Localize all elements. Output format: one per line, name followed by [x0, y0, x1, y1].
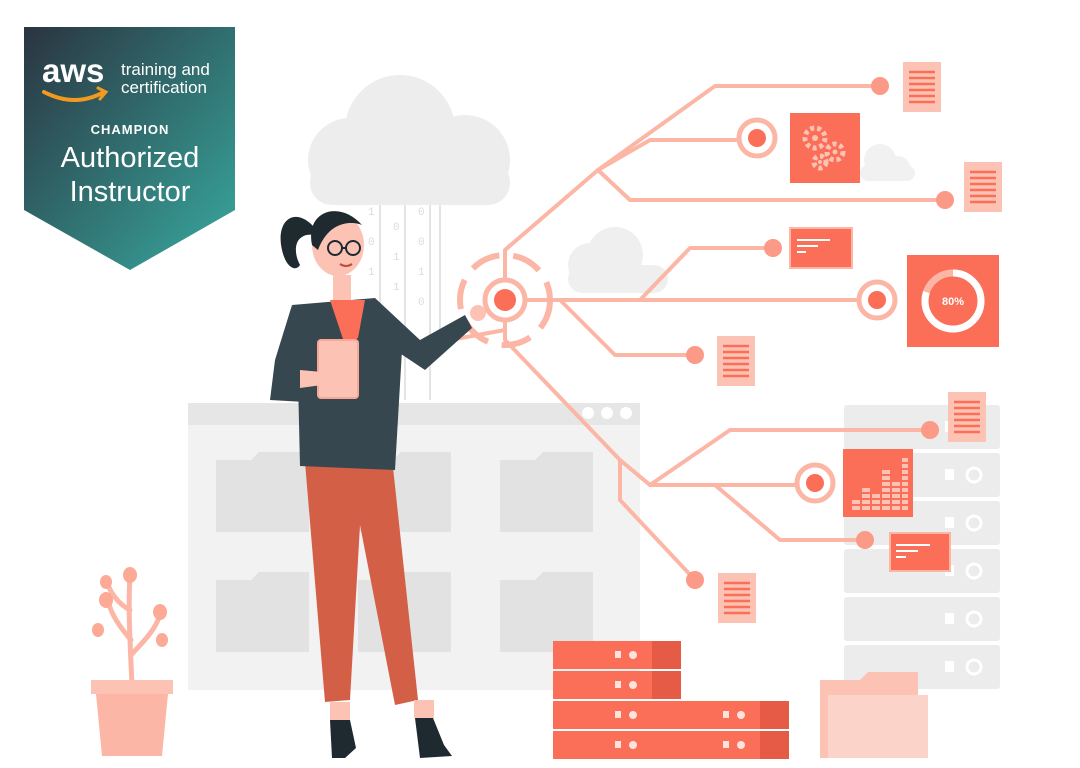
badge-title-line1: Authorized — [61, 142, 200, 174]
bar-chart-panel — [843, 449, 913, 517]
document-icon — [718, 573, 756, 623]
network-lines — [448, 84, 947, 582]
aws-champion-badge: aws training and certification CHAMPION … — [24, 27, 235, 270]
gauge-percent: 80% — [942, 296, 964, 308]
instructor-figure — [270, 211, 486, 758]
aws-smile-icon — [42, 90, 106, 102]
badge-title-line2: Instructor — [70, 176, 191, 208]
tiny-cloud — [860, 144, 915, 181]
binary-digit: 0 — [418, 297, 425, 309]
binary-digit: 0 — [368, 237, 375, 249]
gear-icon — [802, 125, 846, 171]
window-card — [789, 227, 853, 269]
network-nodes — [686, 77, 954, 589]
potted-plant — [91, 567, 173, 756]
aws-logo-text: aws — [42, 52, 104, 89]
binary-digit: 1 — [393, 282, 400, 294]
gears-panel — [790, 113, 860, 183]
document-icon — [903, 62, 941, 112]
binary-rain: 1 0 1 0 1 1 0 0 1 0 — [368, 205, 441, 400]
document-icon — [948, 392, 986, 442]
badge-tagline-line2: certification — [121, 78, 207, 97]
gauge-panel: 80% — [907, 255, 999, 347]
file-browser-window — [188, 403, 640, 690]
folder-icon — [820, 672, 928, 758]
small-cloud — [568, 227, 668, 293]
binary-digit: 0 — [418, 207, 425, 219]
network-hub — [457, 252, 553, 348]
background-cloud — [308, 75, 510, 205]
binary-digit: 1 — [368, 207, 375, 219]
binary-digit: 1 — [368, 267, 375, 279]
binary-digit: 1 — [418, 267, 425, 279]
gauge-fill — [921, 269, 985, 333]
badge-tagline-line1: training and — [121, 60, 210, 79]
binary-digit: 0 — [418, 237, 425, 249]
badge-level: CHAMPION — [91, 122, 170, 137]
document-icon — [964, 162, 1002, 212]
storage-boxes — [553, 641, 789, 759]
window-card — [889, 532, 951, 572]
document-icons — [717, 62, 1002, 623]
binary-digit: 1 — [393, 252, 400, 264]
binary-digit: 0 — [393, 222, 400, 234]
target-rings — [736, 117, 898, 504]
document-icon — [717, 336, 755, 386]
